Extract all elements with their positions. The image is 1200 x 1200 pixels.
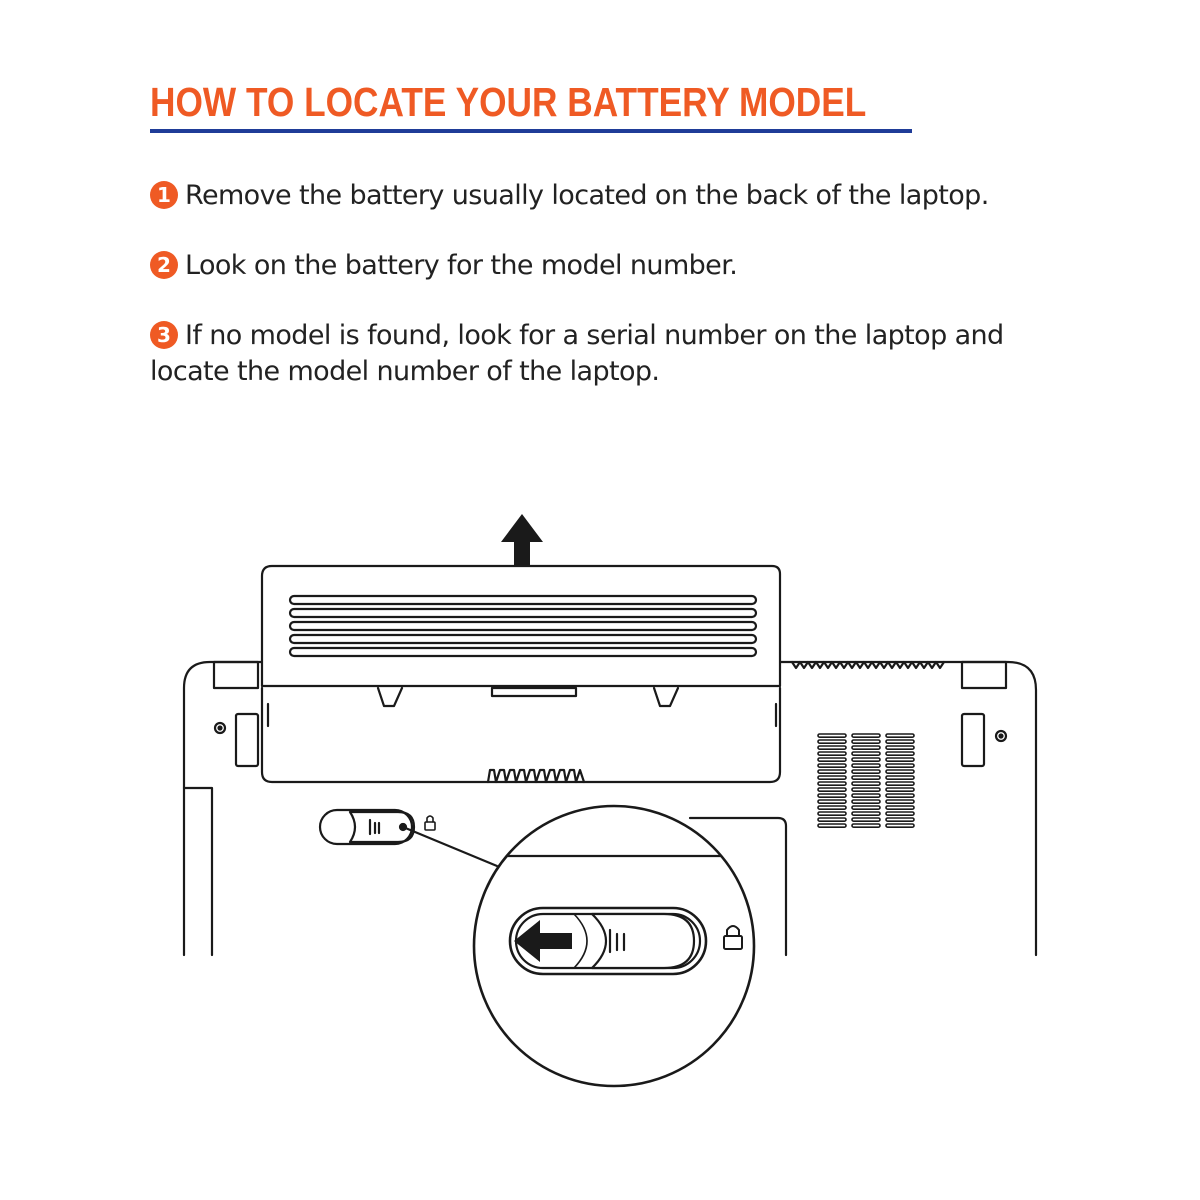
vent-slat (817, 775, 847, 781)
vent-slat (817, 805, 847, 811)
vent-slat (885, 769, 915, 775)
screw-icon (994, 729, 1008, 743)
vent-slat (817, 799, 847, 805)
vent-slat (885, 745, 915, 751)
vent-slat (817, 739, 847, 745)
step-1-text: Remove the battery usually located on th… (185, 180, 989, 211)
vent-slat (817, 763, 847, 769)
vent-slat (851, 817, 881, 823)
page-title: HOW TO LOCATE YOUR BATTERY MODEL (150, 79, 867, 125)
left-corner-bumper (212, 660, 260, 690)
vent-slat (851, 739, 881, 745)
vent-slat (885, 781, 915, 787)
vent-slat (851, 769, 881, 775)
callout-leader (401, 825, 499, 868)
battery-pack (260, 564, 782, 688)
step-2-text: Look on the battery for the model number… (185, 250, 738, 281)
left-arrow-icon (514, 920, 572, 962)
vent-slat (817, 745, 847, 751)
vent-slat (817, 823, 847, 829)
vent-slat (851, 811, 881, 817)
screw-icon (213, 721, 227, 735)
vent-slat (817, 811, 847, 817)
vent-slat (885, 751, 915, 757)
vent-slat (885, 799, 915, 805)
laptop-body-outline (182, 660, 1038, 957)
vent-slat (885, 823, 915, 829)
vent-slat (817, 769, 847, 775)
up-arrow-icon (501, 514, 543, 566)
right-corner-bumper (960, 660, 1008, 690)
vent-slat (851, 751, 881, 757)
vent-slat (851, 805, 881, 811)
step-3-text: If no model is found, look for a serial … (150, 320, 1004, 387)
vent-slat (851, 757, 881, 763)
vent-slat (817, 817, 847, 823)
battery-release-latch[interactable] (318, 808, 416, 846)
vent-slat (885, 793, 915, 799)
battery-ridges (288, 594, 758, 658)
vent-slat (851, 781, 881, 787)
left-latch-slot (234, 712, 260, 768)
title-underline (150, 129, 912, 133)
battery-connector (486, 768, 586, 784)
right-latch-slot (960, 712, 986, 768)
vent-slat (817, 757, 847, 763)
top-vent (790, 660, 946, 670)
step-3-badge: 3 (150, 321, 178, 349)
step-1-badge: 1 (150, 181, 178, 209)
vent-slat (817, 787, 847, 793)
vent-slat (817, 733, 847, 739)
step-2-badge: 2 (150, 251, 178, 279)
vent-slat (885, 757, 915, 763)
vent-slat (851, 745, 881, 751)
vent-slat (851, 733, 881, 739)
vent-slat (817, 793, 847, 799)
vent-slat (885, 739, 915, 745)
vent-slat (885, 775, 915, 781)
vent-slat (851, 775, 881, 781)
lower-right-panel (688, 816, 788, 957)
vent-slat (817, 781, 847, 787)
lower-left-panel (182, 786, 214, 957)
vent-slat (885, 763, 915, 769)
side-vent-grille (817, 733, 915, 829)
vent-slat (851, 799, 881, 805)
vent-slat (817, 751, 847, 757)
vent-slat (885, 817, 915, 823)
vent-slat (851, 787, 881, 793)
vent-slat (851, 823, 881, 829)
vent-slat (851, 763, 881, 769)
lock-icon (723, 925, 743, 950)
vent-slat (885, 805, 915, 811)
vent-slat (851, 793, 881, 799)
vent-slat (885, 733, 915, 739)
battery-bay (260, 686, 782, 784)
lock-icon (424, 815, 436, 831)
vent-slat (885, 811, 915, 817)
vent-slat (885, 787, 915, 793)
